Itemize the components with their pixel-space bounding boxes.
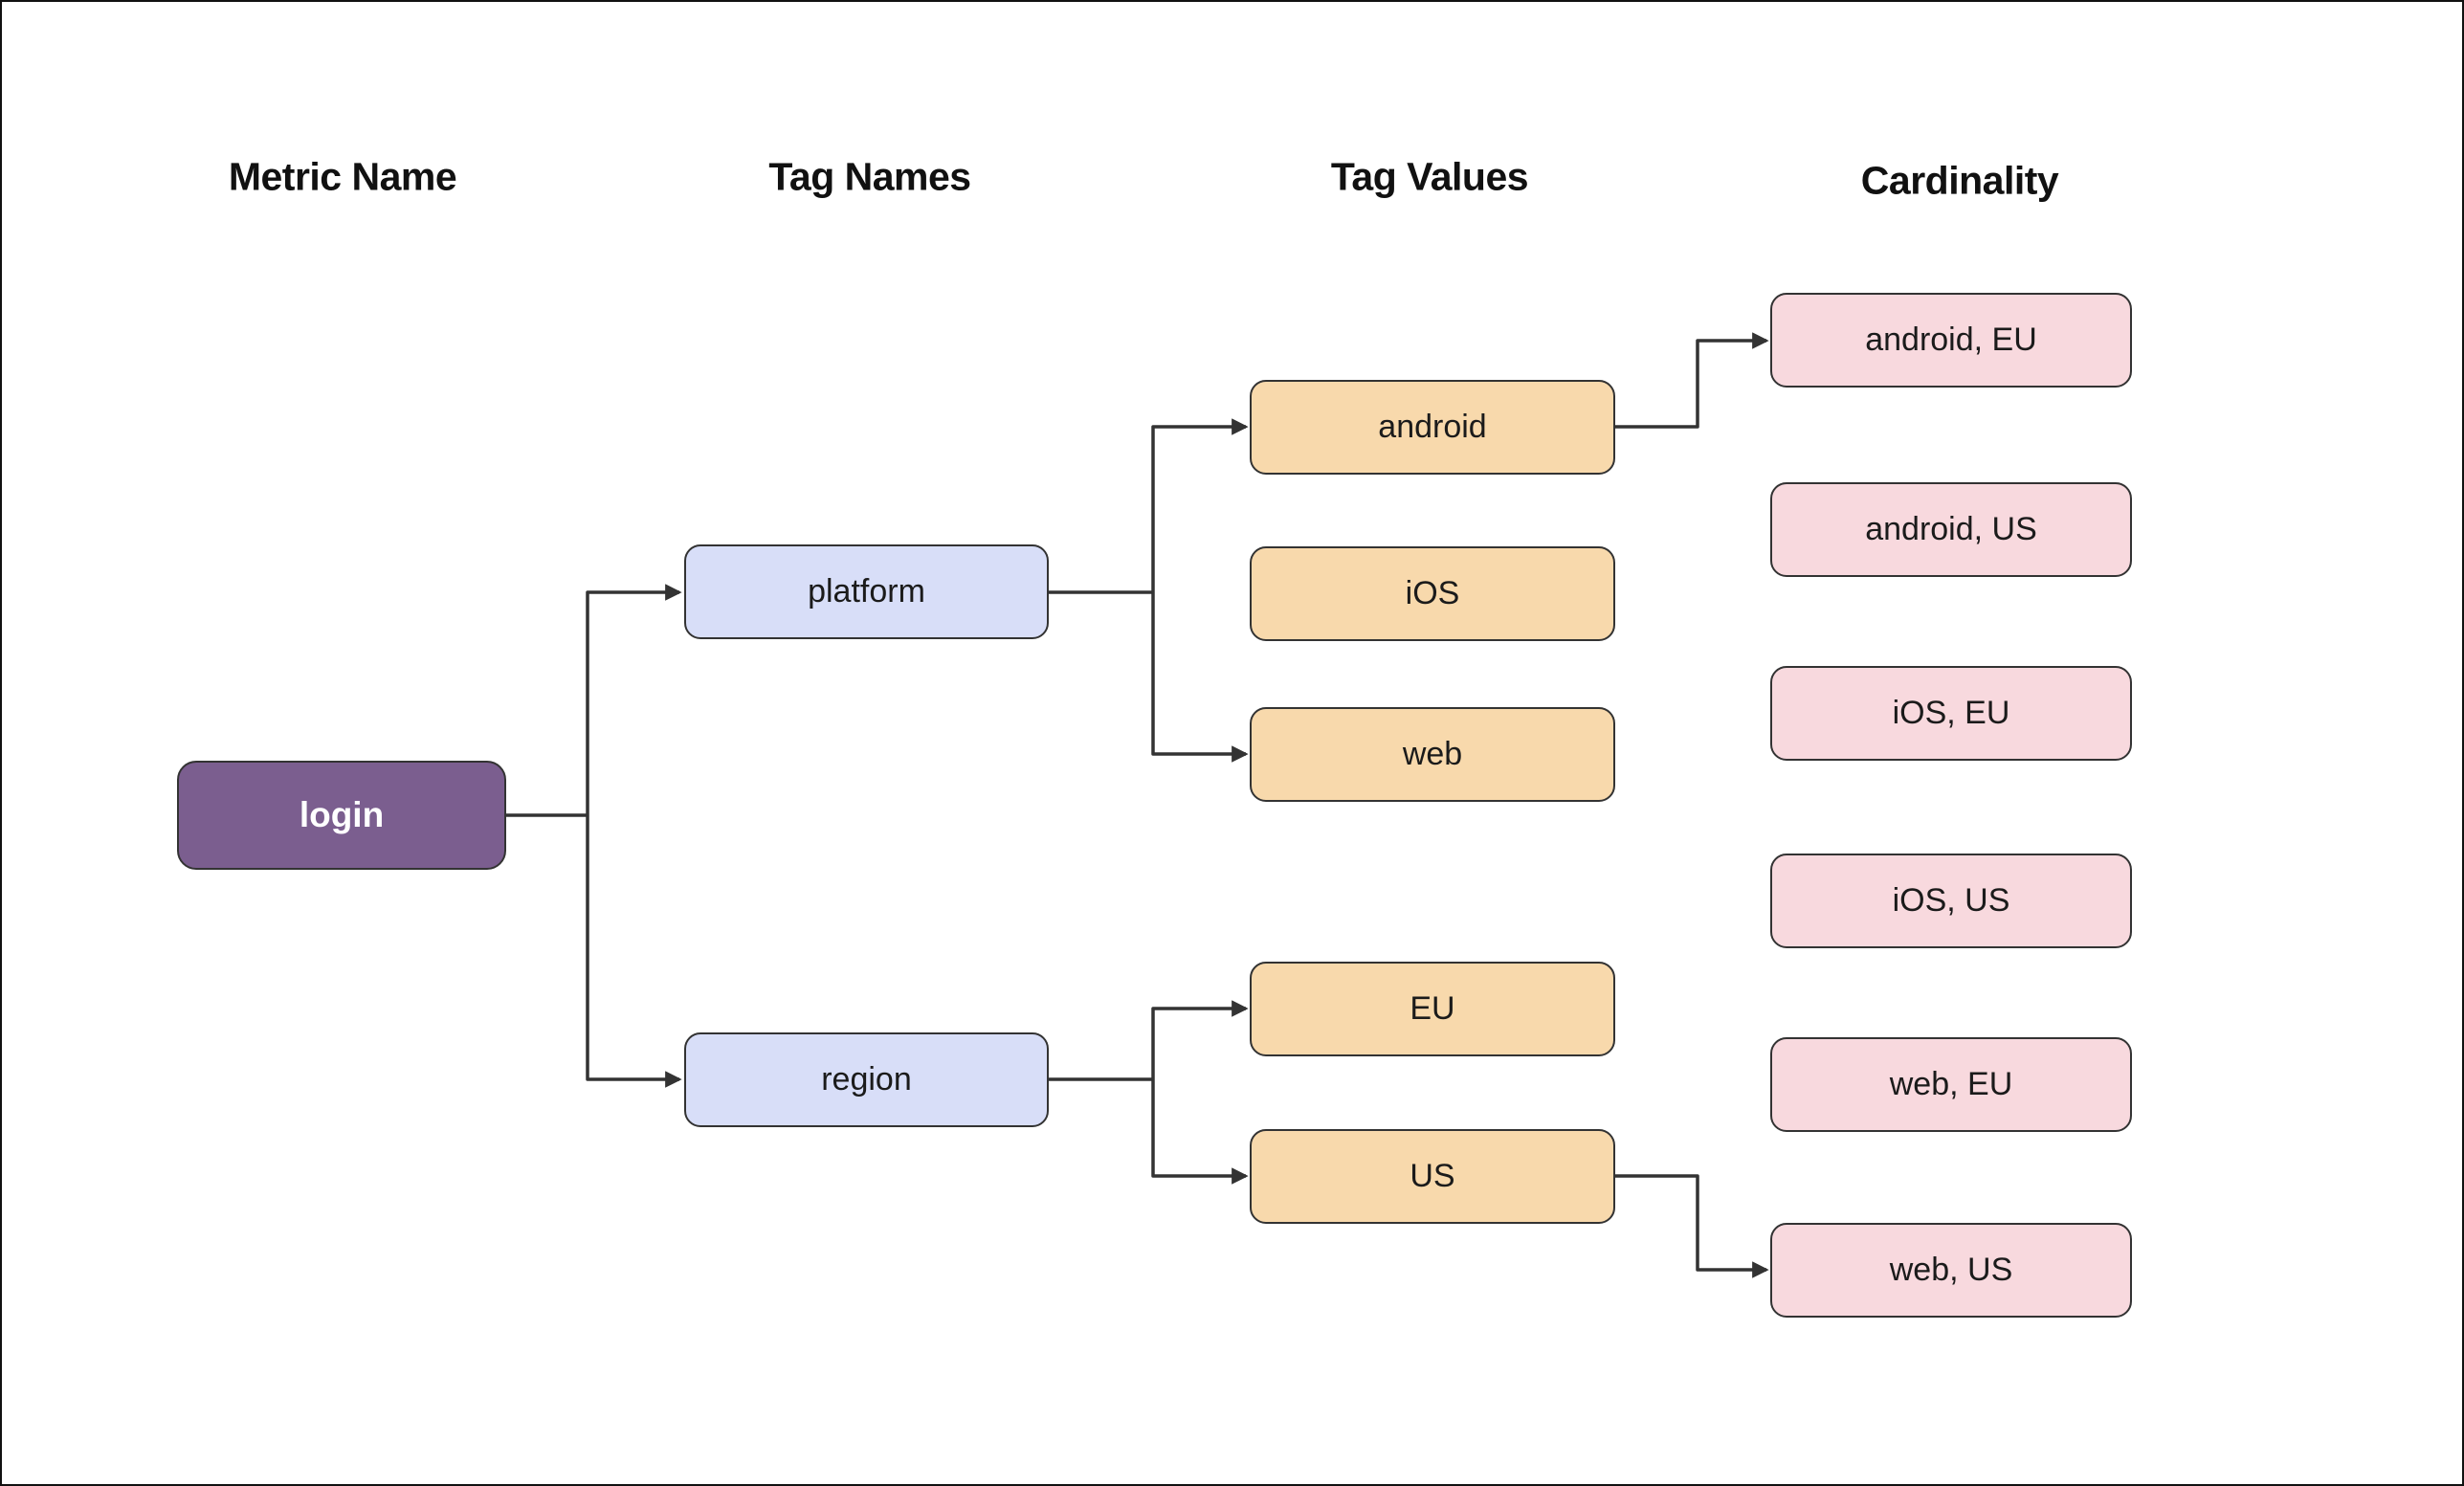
node-region: region [684,1032,1049,1127]
node-web: web [1250,707,1615,802]
node-cardinality-ios-us: iOS, US [1770,854,2132,948]
edge-login-region [586,815,682,1088]
column-header-metric-name: Metric Name [228,154,457,199]
node-login: login [177,761,506,870]
edge-region-eu [1151,1000,1249,1079]
edge-login-platform [586,584,682,815]
edge-platform-android [1151,418,1249,592]
node-us: US [1250,1129,1615,1224]
node-cardinality-web-eu: web, EU [1770,1037,2132,1132]
edge-region-us [1151,1079,1249,1185]
node-cardinality-ios-eu: iOS, EU [1770,666,2132,761]
column-header-tag-values: Tag Values [1330,154,1529,199]
node-android: android [1250,380,1615,475]
node-cardinality-android-us: android, US [1770,482,2132,577]
column-header-tag-names: Tag Names [768,154,971,199]
node-platform: platform [684,544,1049,639]
node-cardinality-android-eu: android, EU [1770,293,2132,388]
node-cardinality-web-us: web, US [1770,1223,2132,1318]
edge-platform-web [1151,592,1249,763]
node-eu: EU [1250,962,1615,1056]
node-ios: iOS [1250,546,1615,641]
column-header-cardinality: Cardinality [1860,158,2059,203]
edge-us-webus [1615,1174,1769,1278]
edge-android-androideu [1615,332,1769,429]
